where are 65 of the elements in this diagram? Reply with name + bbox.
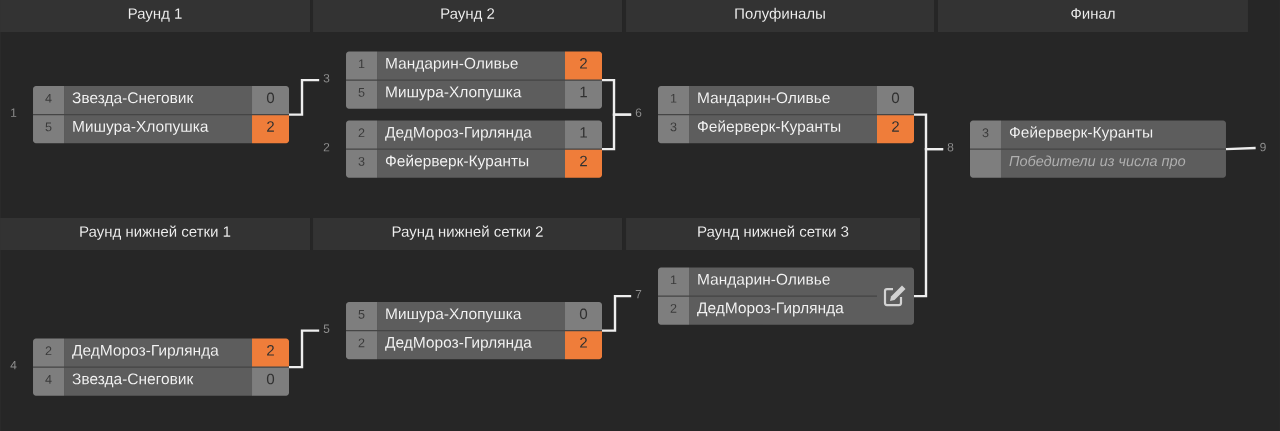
seed-cell: 2 xyxy=(346,330,377,360)
score-cell: 0 xyxy=(877,86,914,115)
seed-cell: 3 xyxy=(346,149,377,178)
bracket-line xyxy=(914,147,944,298)
column-header: Финал xyxy=(938,0,1248,32)
team-name-cell: ДедМороз-Гирлянда xyxy=(377,330,565,360)
team-name-cell: Мишура-Хлопушка xyxy=(64,114,252,144)
column-header: Раунд нижней сетки 2 xyxy=(313,218,622,250)
column-header: Раунд нижней сетки 1 xyxy=(0,218,310,250)
seed-cell: 3 xyxy=(970,120,1001,150)
match-number: 1 xyxy=(11,108,17,117)
bracket-line xyxy=(1225,146,1256,151)
match-number: 9 xyxy=(1260,142,1266,152)
score-cell: 2 xyxy=(565,51,602,81)
match-number: 4 xyxy=(10,361,17,370)
score-cell: 1 xyxy=(565,80,602,109)
seed-cell: 1 xyxy=(658,86,689,115)
score-cell: 1 xyxy=(565,120,602,150)
column-header: Раунд нижней сетки 3 xyxy=(626,218,920,250)
seed-cell: 5 xyxy=(346,302,377,331)
team-name-cell: Мишура-Хлопушка xyxy=(377,302,565,331)
team-name-cell: ДедМороз-Гирлянда xyxy=(377,120,565,150)
team-name-cell: Мишура-Хлопушка xyxy=(377,80,565,109)
team-name-cell: Фейерверк-Куранты xyxy=(377,149,565,178)
team-name-cell: Мандарин-Оливье xyxy=(689,267,914,297)
column-header: Раунд 1 xyxy=(0,0,310,32)
team-name-cell: Фейерверк-Куранты xyxy=(689,114,877,144)
column-header: Раунд 2 xyxy=(313,0,622,32)
match-number: 7 xyxy=(635,290,642,299)
seed-cell: 5 xyxy=(33,114,64,144)
match-number: 2 xyxy=(323,142,330,152)
match-number: 5 xyxy=(323,324,330,333)
seed-cell: 2 xyxy=(33,338,64,368)
score-cell: 2 xyxy=(252,338,289,368)
placeholder-cell: Победители из числа про xyxy=(1001,149,1226,178)
team-name-cell: Мандарин-Оливье xyxy=(377,51,565,81)
seed-cell: 4 xyxy=(33,367,64,396)
seed-cell: 2 xyxy=(658,296,689,325)
match-number: 3 xyxy=(323,73,330,83)
seed-cell: 3 xyxy=(658,114,689,144)
team-name-cell: Звезда-Снеговик xyxy=(64,367,252,396)
score-cell: 0 xyxy=(565,302,602,331)
team-name-cell: Мандарин-Оливье xyxy=(689,86,877,115)
team-name-cell: ДедМороз-Гирлянда xyxy=(689,296,914,325)
bracket-line xyxy=(289,329,320,369)
seed-cell: 5 xyxy=(346,80,377,109)
bracket-line xyxy=(289,78,320,116)
bracket-line xyxy=(602,113,632,151)
seed-cell: 4 xyxy=(33,86,64,115)
score-cell: 2 xyxy=(565,149,602,178)
score-cell: 2 xyxy=(877,114,914,144)
seed-cell: 1 xyxy=(346,51,377,81)
score-cell: 2 xyxy=(252,114,289,144)
match-number: 8 xyxy=(947,142,954,152)
team-name-cell: Фейерверк-Куранты xyxy=(1001,120,1226,150)
column-header: Полуфиналы xyxy=(626,0,934,32)
score-cell: 0 xyxy=(252,367,289,396)
team-name-cell: ДедМороз-Гирлянда xyxy=(64,338,252,368)
score-cell: 0 xyxy=(252,86,289,115)
match-number: 6 xyxy=(635,108,642,117)
seed-cell: 2 xyxy=(346,120,377,150)
score-cell: 2 xyxy=(565,330,602,360)
bracket-line xyxy=(602,294,632,332)
seed-cell: 1 xyxy=(658,267,689,297)
team-name-cell: Звезда-Снеговик xyxy=(64,86,252,115)
